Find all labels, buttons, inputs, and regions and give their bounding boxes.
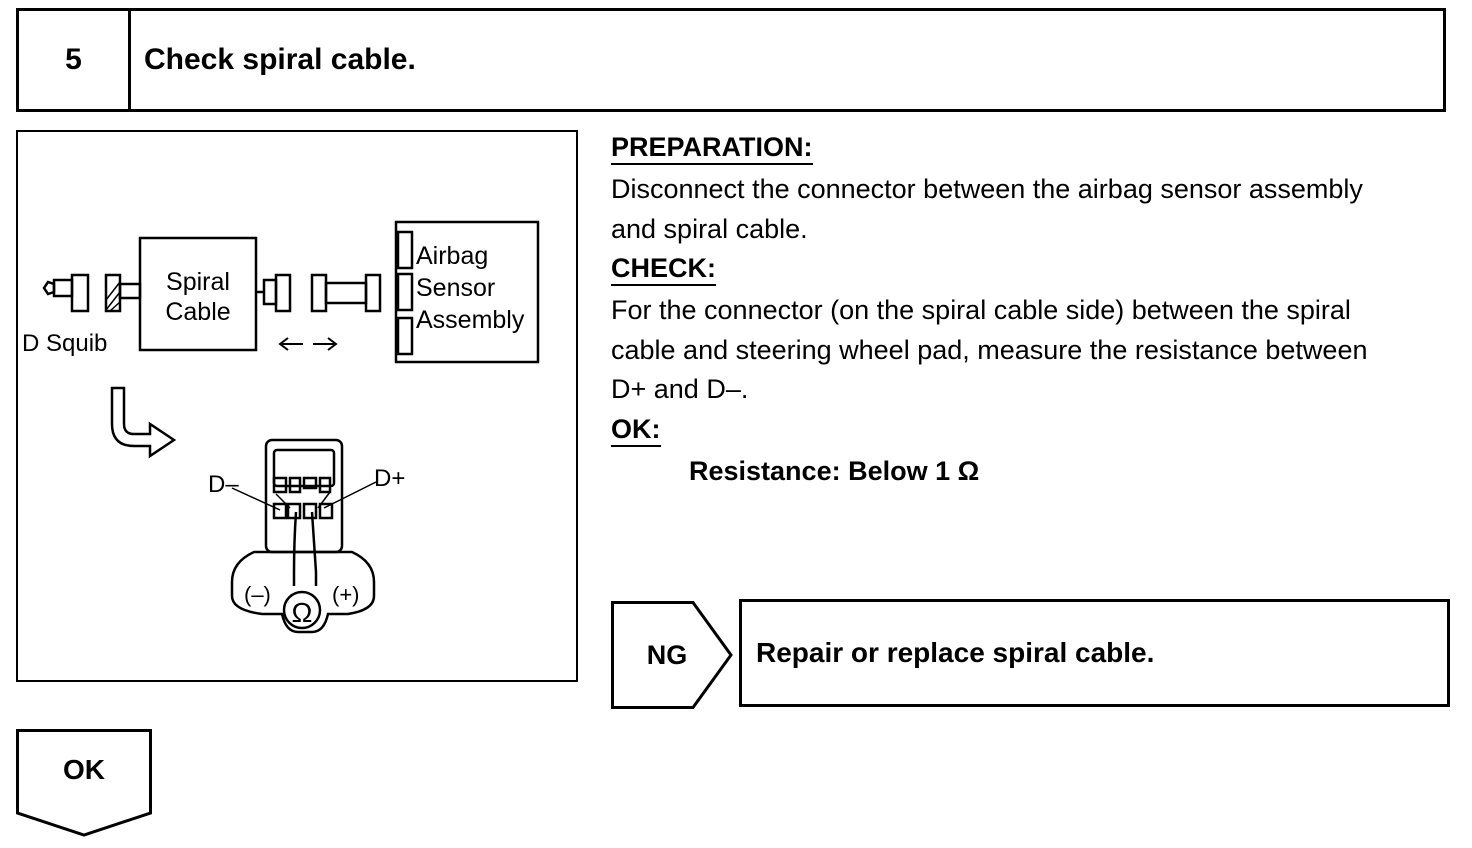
airbag-label-3: Assembly xyxy=(416,306,525,334)
wiring-diagram: Spiral Cable D Squib Airbag Sensor Assem… xyxy=(22,220,540,634)
check-line-2: cable and steering wheel pad, measure th… xyxy=(611,334,1368,365)
squib-connector-hatched xyxy=(104,273,122,313)
ok-label: OK: xyxy=(611,413,661,447)
bent-arrow-icon xyxy=(110,386,177,459)
spiral-cable-left-stub xyxy=(118,282,142,300)
step-title: Check spiral cable. xyxy=(144,43,416,76)
preparation-label: PREPARATION: xyxy=(611,131,813,165)
resistance-spec: Resistance: Below 1 Ω xyxy=(689,455,980,486)
airbag-sensor-box xyxy=(394,220,540,364)
sensor-connector xyxy=(310,273,328,313)
step-number: 5 xyxy=(19,11,131,109)
spiral-cable-box xyxy=(138,236,258,352)
airbag-label-1: Airbag xyxy=(416,242,488,270)
d-plus-label: D+ xyxy=(374,465,405,492)
preparation-line-1: Disconnect the connector between the air… xyxy=(611,174,1363,204)
ok-tag-label: OK xyxy=(63,754,105,785)
ohm-icon xyxy=(282,590,322,630)
negative-probe-label: (–) xyxy=(244,582,271,607)
wiring-illustration: Spiral Cable D Squib Airbag Sensor Assem… xyxy=(16,130,578,682)
positive-probe-label: (+) xyxy=(332,582,360,607)
d-minus-label: D– xyxy=(208,471,239,498)
instruction-text: PREPARATION: Disconnect the connector be… xyxy=(611,128,1461,491)
ok-tag-shape xyxy=(16,729,152,837)
check-label: CHECK: xyxy=(611,252,716,286)
squib-plug-icon xyxy=(42,280,56,296)
ng-tag-shape xyxy=(611,601,733,709)
squib-connector-a xyxy=(70,273,90,313)
spiral-cable-label-2: Cable xyxy=(165,298,230,326)
check-line-3: D+ and D–. xyxy=(611,374,749,404)
step-header: 5 Check spiral cable. xyxy=(16,8,1446,112)
ng-action-text: Repair or replace spiral cable. xyxy=(756,637,1155,668)
squib-connector-body xyxy=(52,278,74,298)
ng-action-box: Repair or replace spiral cable. xyxy=(739,599,1450,707)
ohmmeter-body xyxy=(230,550,376,634)
check-line-1: For the connector (on the spiral cable s… xyxy=(611,295,1351,325)
preparation-line-2: and spiral cable. xyxy=(611,213,808,244)
spiral-cable-label-1: Spiral xyxy=(166,268,230,296)
ng-tag-label: NG xyxy=(646,639,688,670)
spiral-cable-connector xyxy=(274,273,292,313)
airbag-label-2: Sensor xyxy=(416,274,495,302)
ohm-symbol: Ω xyxy=(292,597,313,628)
d-squib-label: D Squib xyxy=(22,330,107,357)
